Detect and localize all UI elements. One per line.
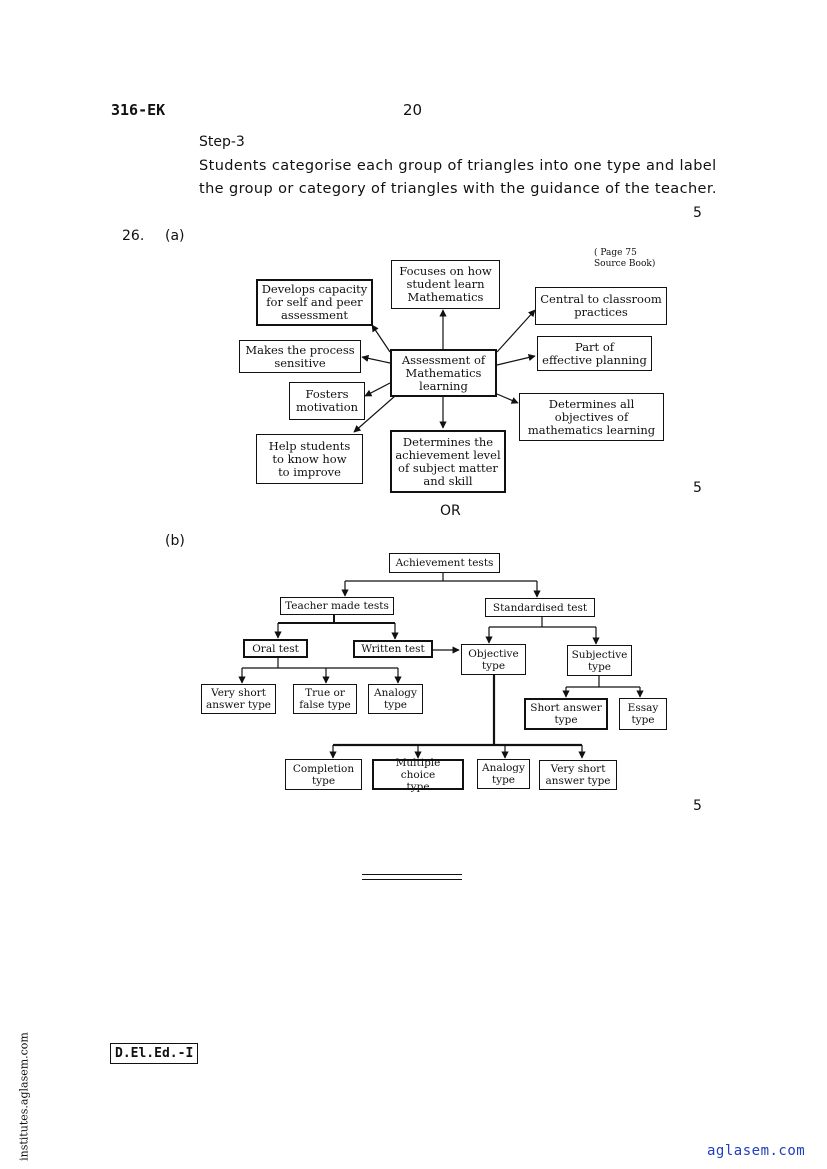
node-achievement-tests: Achievement tests: [389, 553, 500, 573]
end-rule: [362, 874, 462, 880]
question-number: 26.: [122, 228, 145, 244]
node-makes-process: Makes the process sensitive: [239, 340, 361, 373]
node-achievement-level: Determines the achievement level of subj…: [390, 430, 506, 493]
part-b-label: (b): [165, 533, 185, 549]
node-short-answer: Short answer type: [524, 698, 608, 730]
marks-part-b: 5: [693, 798, 702, 814]
paper-code: 316-EK: [111, 101, 166, 119]
diagram-a-arrows: [353, 309, 536, 433]
node-effective-planning: Part of effective planning: [537, 336, 652, 371]
node-completion: Completion type: [285, 759, 362, 790]
node-teacher-made: Teacher made tests: [280, 597, 394, 615]
step-text: Students categorise each group of triang…: [199, 158, 717, 197]
node-analogy-2: Analogy type: [477, 759, 530, 789]
node-multiple-choice: Multiple choice type: [372, 757, 464, 793]
node-very-short-2: Very short answer type: [539, 760, 617, 790]
source-note: ( Page 75 Source Book): [594, 248, 656, 269]
node-analogy-1: Analogy type: [368, 684, 423, 714]
marks-step: 5: [693, 205, 702, 221]
node-assessment-center: Assessment of Mathematics learning: [390, 349, 497, 397]
node-true-false: True or false type: [293, 684, 357, 714]
node-standardised: Standardised test: [485, 598, 595, 617]
node-oral-test: Oral test: [243, 639, 308, 658]
node-essay: Essay type: [619, 698, 667, 730]
node-subjective-type: Subjective type: [567, 645, 632, 676]
or-separator: OR: [440, 503, 461, 519]
node-focuses: Focuses on how student learn Mathematics: [391, 260, 500, 309]
node-fosters: Fosters motivation: [289, 382, 365, 420]
brand-link[interactable]: aglasem.com: [707, 1143, 806, 1159]
node-written-test: Written test: [353, 640, 433, 658]
part-a-label: (a): [165, 228, 185, 244]
node-develops-capacity: Develops capacity for self and peer asse…: [256, 279, 373, 326]
side-watermark: institutes.aglasem.com: [17, 1032, 31, 1161]
footer-code: D.El.Ed.-I: [110, 1043, 199, 1064]
marks-part-a: 5: [693, 480, 702, 496]
page-number: 20: [403, 101, 423, 119]
node-determines-all: Determines all objectives of mathematics…: [519, 393, 664, 441]
step-title: Step-3: [199, 134, 245, 150]
node-central: Central to classroom practices: [535, 287, 667, 325]
diagram-b-lines: [238, 573, 644, 759]
node-objective-type: Objective type: [461, 644, 526, 675]
node-help-students: Help students to know how to improve: [256, 434, 363, 484]
node-very-short-1: Very short answer type: [201, 684, 276, 714]
